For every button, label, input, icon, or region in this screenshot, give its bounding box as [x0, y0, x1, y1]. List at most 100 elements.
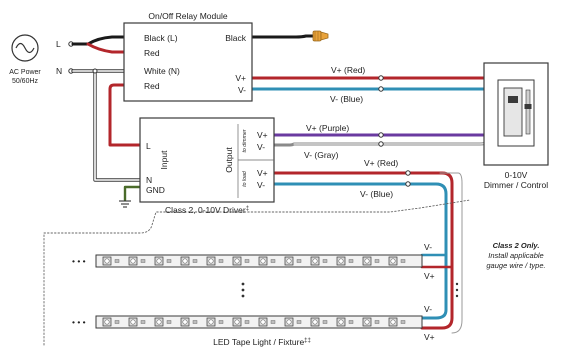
driver-input-label: Input — [159, 150, 169, 170]
led-emitter — [208, 319, 214, 325]
strip1-vplus-label: V+ — [424, 271, 435, 281]
driver-out2-vplus: V+ — [257, 168, 268, 178]
led-emitter — [390, 319, 396, 325]
led-emitter — [130, 258, 136, 264]
ground-wire — [123, 185, 142, 202]
relay-box — [123, 22, 253, 102]
driver-caption: Class 2, 0-10V Driver‡ — [165, 205, 249, 215]
led-resistor — [374, 320, 380, 324]
red-switched-wire — [108, 83, 142, 147]
dimmer-control: 0-10V Dimmer / Control — [483, 62, 549, 190]
splice-points — [92, 68, 411, 187]
led-resistor — [322, 259, 328, 263]
wire-label-vminus-gray: V- (Gray) — [304, 150, 339, 160]
led-strip-2: • • • V- V+ LED Tape Light / Fixture‡‡ — [72, 304, 435, 347]
led-resistor — [166, 320, 172, 324]
led-strip-caption: LED Tape Light / Fixture‡‡ — [213, 337, 311, 347]
ellipsis-left-2: • • • — [72, 317, 86, 327]
vertical-ellipsis — [241, 282, 459, 298]
driver-out1-vplus: V+ — [257, 130, 268, 140]
led-emitter — [208, 258, 214, 264]
led-resistor — [114, 320, 120, 324]
led-emitter — [286, 258, 292, 264]
power-l-label: L — [56, 39, 61, 49]
led-emitter — [364, 258, 370, 264]
ac-power-label: AC Power — [9, 69, 41, 76]
led-resistor — [348, 259, 354, 263]
led-resistor — [244, 320, 250, 324]
dimmer-label-line2: Dimmer / Control — [484, 180, 548, 190]
wire-label-vplus-red-2: V+ (Red) — [364, 158, 398, 168]
note-line2: Install applicable — [488, 251, 543, 260]
ac-frequency-label: 50/60Hz — [12, 78, 39, 85]
driver-module: L N GND Input Output to dimmer to load V… — [139, 117, 275, 215]
led-emitter — [156, 319, 162, 325]
relay-white-n-label: White (N) — [144, 66, 180, 76]
dimmer-slider-track — [525, 89, 531, 135]
led-emitter — [156, 258, 162, 264]
wires — [43, 34, 508, 346]
power-n-label: N — [56, 66, 62, 76]
led-resistor — [114, 259, 120, 263]
led-emitter — [260, 319, 266, 325]
led-resistor — [296, 320, 302, 324]
led-emitter — [182, 319, 188, 325]
led-resistor — [218, 259, 224, 263]
class2-note: Class 2 Only. Install applicable gauge w… — [486, 241, 545, 270]
led-resistor — [218, 320, 224, 324]
driver-output-label: Output — [224, 147, 234, 173]
driver-vplus-red-wire — [272, 171, 454, 330]
led-emitter — [104, 319, 110, 325]
driver-out2-vminus: V- — [257, 180, 265, 190]
wire-label-vplus-red-1: V+ (Red) — [331, 65, 365, 75]
led-resistor — [270, 320, 276, 324]
led-emitter — [234, 258, 240, 264]
led-emitter — [130, 319, 136, 325]
led-emitter — [234, 319, 240, 325]
to-dimmer-label: to dimmer — [242, 129, 248, 152]
relay-red-top-label: Red — [144, 48, 160, 58]
strip1-vminus-label: V- — [424, 242, 432, 252]
led-resistor — [244, 259, 250, 263]
wire-label-vminus-blue-1: V- (Blue) — [330, 94, 363, 104]
led-emitter — [312, 319, 318, 325]
driver-out1-vminus: V- — [257, 142, 265, 152]
relay-red-bottom-label: Red — [144, 81, 160, 91]
led-emitter — [338, 319, 344, 325]
led-resistor — [192, 320, 198, 324]
relay-black-label: Black — [225, 33, 247, 43]
strip2-vminus-label: V- — [424, 304, 432, 314]
note-line3: gauge wire / type. — [486, 261, 545, 270]
led-resistor — [140, 259, 146, 263]
led-emitter — [260, 258, 266, 264]
black-line-wire — [71, 35, 126, 46]
led-emitter — [182, 258, 188, 264]
wire-label-vplus-purple: V+ (Purple) — [306, 123, 349, 133]
led-emitter — [286, 319, 292, 325]
dimmer-rocker — [503, 87, 523, 137]
black-output-wire — [250, 34, 316, 39]
led-emitter — [338, 258, 344, 264]
class2-boundary-line — [43, 199, 471, 346]
led-resistor — [348, 320, 354, 324]
ac-power-source: AC Power 50/60Hz L N — [9, 34, 74, 85]
relay-vminus-label: V- — [238, 85, 246, 95]
relay-vplus-label: V+ — [235, 73, 246, 83]
dimmer-slider-knob — [524, 104, 532, 109]
dimmer-slider-icon — [508, 96, 518, 103]
led-emitter — [390, 258, 396, 264]
to-load-label: to load — [242, 170, 248, 187]
led-resistor — [140, 320, 146, 324]
dimmer-label-line1: 0-10V — [505, 170, 528, 180]
wire-label-vminus-blue-2: V- (Blue) — [360, 189, 393, 199]
ground-icon — [119, 200, 131, 208]
led-emitter — [104, 258, 110, 264]
led-resistor — [270, 259, 276, 263]
led-resistor — [192, 259, 198, 263]
led-emitter — [364, 319, 370, 325]
led-strip-1-leds — [102, 256, 406, 266]
driver-n-label: N — [146, 175, 152, 185]
led-resistor — [400, 320, 406, 324]
relay-module: On/Off Relay Module Black (L) Red White … — [123, 11, 253, 102]
led-strip-1: • • • V- V+ — [72, 242, 435, 281]
